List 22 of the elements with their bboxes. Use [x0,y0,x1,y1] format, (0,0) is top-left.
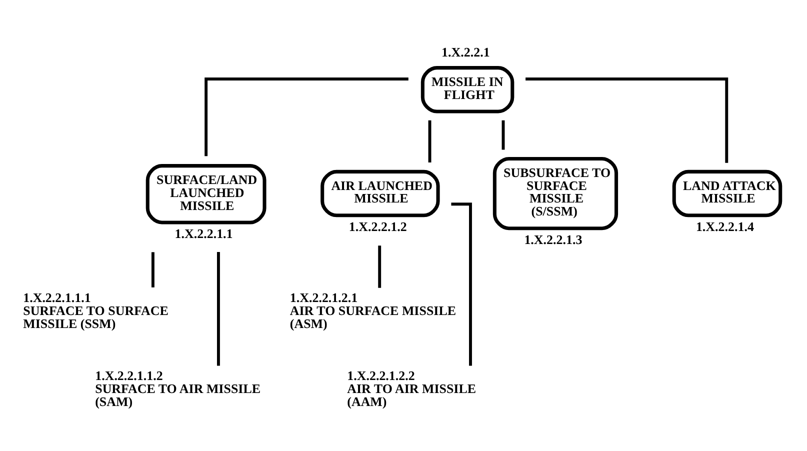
node-text: 1.X.2.2.1.1.2 SURFACE TO AIR MISSILE (SAM) [95,367,261,408]
node-text: 1.X.2.2.1.2.2 AIR TO AIR MISSILE (AAM) [347,367,476,408]
node-box: SUBSURFACE TO SURFACE MISSILE (S/SSM) [492,156,618,230]
node-label: 1.X.2.2.1 [442,44,490,59]
connector [502,120,505,150]
node-label: 1.X.2.2.1.3 [524,232,582,247]
node-box: MISSILE IN FLIGHT [420,66,514,113]
connector [204,77,408,156]
connector [526,77,728,162]
node-text: 1.X.2.2.1.2.1 AIR TO SURFACE MISSILE (ASM) [290,289,456,330]
connector [217,252,220,366]
node-label: 1.X.2.2.1.4 [696,218,754,234]
connector [428,120,432,162]
connector [378,245,382,288]
node-box: LAND ATTACK MISSILE [672,169,782,217]
connector [151,252,154,287]
node-label: 1.X.2.2.1.1 [174,226,233,241]
node-text: 1.X.2.2.1.1.1 SURFACE TO SURFACE MISSILE (SSM) [23,289,168,330]
connector [451,202,472,366]
node-box: SURFACE/LAND LAUNCHED MISSILE [146,164,266,224]
node-label: 1.X.2.2.1.2 [348,218,407,234]
node-box: AIR LAUNCHED MISSILE [320,169,440,217]
